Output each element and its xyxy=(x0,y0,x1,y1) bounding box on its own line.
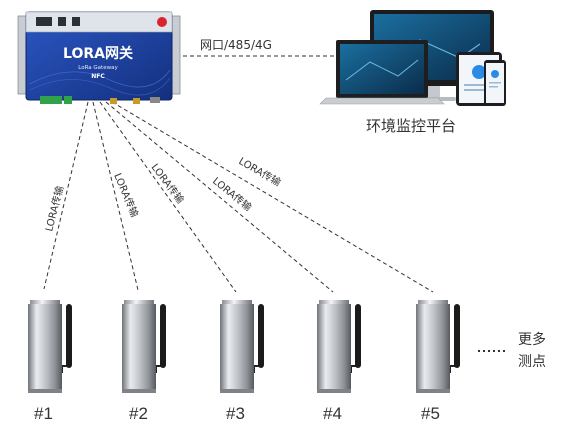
laptop-icon xyxy=(319,40,445,105)
sensor-body xyxy=(122,304,156,390)
sensor-4-label: #4 xyxy=(323,404,342,423)
sensor-5-label: #5 xyxy=(421,404,440,423)
more-label-line2: 测点 xyxy=(518,354,546,370)
sensor-1 xyxy=(28,300,72,393)
lora-link-3 xyxy=(99,101,237,293)
lora-links xyxy=(43,101,434,293)
phone-icon xyxy=(484,60,506,106)
sensor-antenna xyxy=(160,304,166,368)
platform-label: 环境监控平台 xyxy=(366,117,456,135)
sensor-body xyxy=(220,304,254,390)
sensor-5 xyxy=(416,300,460,393)
sensor-body xyxy=(317,304,351,390)
platform-devices xyxy=(319,10,506,106)
gateway-logo-icon xyxy=(157,17,167,27)
gateway-nfc-badge: NFC xyxy=(91,73,105,80)
sensor-antenna xyxy=(66,304,72,368)
uplink-label: 网口/485/4G xyxy=(200,38,272,52)
link-label-5: LORA传输 xyxy=(237,154,284,189)
link-labels: LORA传输 LORA传输 LORA传输 LORA传输 LORA传输 xyxy=(42,154,283,232)
sensor-2 xyxy=(122,300,166,393)
sensor-antenna xyxy=(258,304,264,368)
sensor-body xyxy=(416,304,450,390)
link-label-3: LORA传输 xyxy=(149,161,187,206)
lora-gateway: LORA网关 LoRa Gateway NFC xyxy=(17,11,181,104)
more-label-line1: 更多 xyxy=(518,331,546,348)
link-label-2: LORA传输 xyxy=(111,171,141,219)
lora-link-1 xyxy=(43,101,89,290)
sensor-antenna xyxy=(454,304,460,368)
sensor-body xyxy=(28,304,62,390)
sensor-1-label: #1 xyxy=(34,404,53,423)
sensor-3 xyxy=(220,300,264,393)
gateway-subtitle: LoRa Gateway xyxy=(78,65,118,71)
lora-link-5 xyxy=(111,101,434,293)
sensor-3-label: #3 xyxy=(226,404,245,423)
sensor-4 xyxy=(317,300,361,393)
lora-link-4 xyxy=(105,101,334,293)
link-label-1: LORA传输 xyxy=(42,184,66,232)
sensor-antenna xyxy=(355,304,361,368)
sensor-2-label: #2 xyxy=(129,404,148,423)
gateway-title: LORA网关 xyxy=(63,45,133,62)
lora-link-2 xyxy=(92,101,139,291)
